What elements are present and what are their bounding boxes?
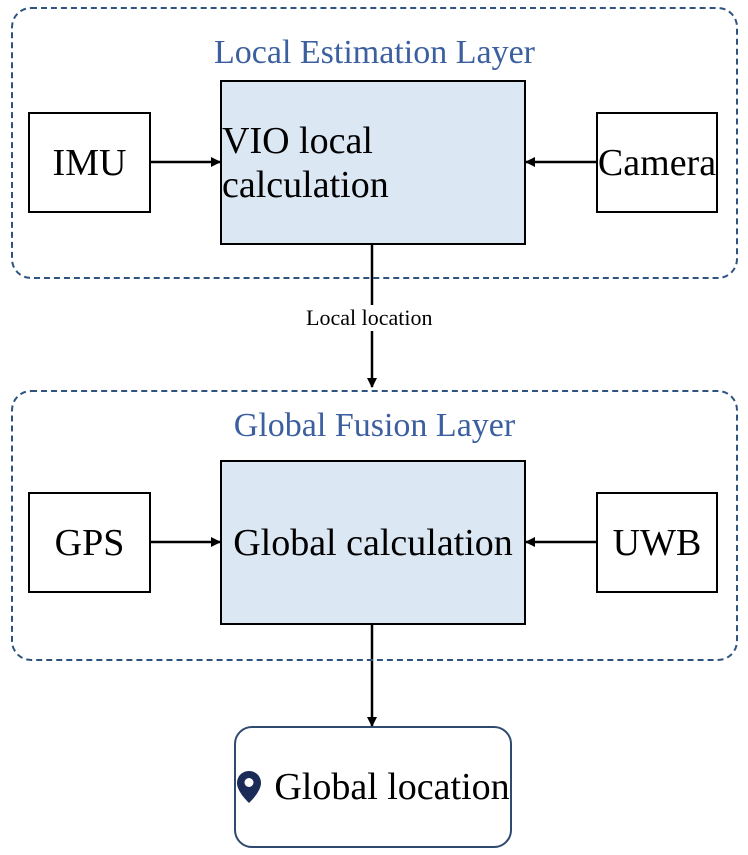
gps-box: GPS <box>28 492 151 593</box>
imu-box: IMU <box>28 112 151 213</box>
camera-box: Camera <box>596 112 718 213</box>
vio-local-calculation-box: VIO local calculation <box>220 80 526 245</box>
uwb-box: UWB <box>596 492 718 593</box>
local-layer-title: Local Estimation Layer <box>214 34 535 71</box>
global-fusion-layer: Global Fusion Layer <box>11 390 738 661</box>
global-location-output: Global location <box>234 726 512 848</box>
local-estimation-layer: Local Estimation Layer <box>11 7 738 279</box>
global-layer-title: Global Fusion Layer <box>233 407 516 444</box>
location-pin-icon <box>237 771 262 803</box>
local-location-label: Local location <box>304 305 435 331</box>
global-calculation-box: Global calculation <box>220 460 526 625</box>
global-location-label: Global location <box>274 766 510 808</box>
